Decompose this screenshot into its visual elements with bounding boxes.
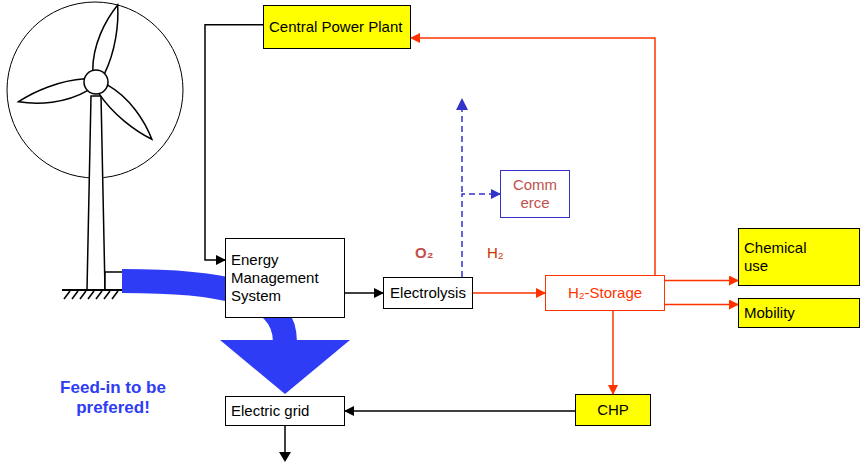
- box-text: Chemical use: [744, 239, 824, 275]
- commerce-box: Comm erce: [500, 170, 570, 218]
- flow-connector: [612, 311, 614, 394]
- storage-box: H₂-Storage: [545, 275, 665, 311]
- ground-hatch: [64, 291, 118, 299]
- flow-connector: [665, 304, 738, 306]
- dashed-export-arrow: [461, 108, 463, 192]
- blade: [90, 2, 125, 74]
- rotor: [17, 2, 159, 144]
- flow-connector: [665, 280, 738, 282]
- box-text: Electric grid: [231, 402, 309, 420]
- gas-label: H₂: [487, 244, 517, 262]
- grid-box: Electric grid: [225, 396, 345, 426]
- box-text: Energy Management System: [231, 251, 331, 305]
- blade: [97, 83, 159, 145]
- box-text: Mobility: [744, 304, 795, 322]
- energy-management-box: Energy Management System: [225, 238, 345, 318]
- grid-output-line: [284, 424, 286, 452]
- gas-label: O₂: [415, 244, 445, 262]
- box-text: Comm erce: [510, 176, 560, 212]
- electrolysis-box: Electrolysis: [383, 277, 473, 309]
- chp-box: CHP: [575, 394, 651, 426]
- ground-line: [62, 289, 124, 291]
- flow-connector: [473, 292, 545, 294]
- flow-connector: [345, 292, 383, 294]
- blade: [17, 77, 89, 112]
- hub: [84, 70, 108, 94]
- feed-in-arrowhead: [220, 340, 350, 394]
- box-text: CHP: [597, 401, 629, 419]
- generator: [105, 272, 123, 290]
- power-plant-box: Central Power Plant: [263, 5, 411, 49]
- arrowhead: [456, 98, 468, 110]
- flow-connector: [411, 38, 655, 275]
- chemical-use-box: Chemical use: [738, 228, 860, 286]
- mobility-box: Mobility: [738, 298, 860, 328]
- note-text: Feed-in to be prefered!: [38, 378, 188, 419]
- arrowhead: [279, 452, 291, 462]
- flow-connector: [205, 25, 263, 260]
- box-text: Central Power Plant: [269, 18, 402, 36]
- flow-connector: [462, 194, 500, 277]
- flow-connector: [345, 410, 575, 412]
- tower: [87, 96, 105, 290]
- box-text: Electrolysis: [390, 284, 466, 302]
- box-text: H₂-Storage: [568, 284, 642, 302]
